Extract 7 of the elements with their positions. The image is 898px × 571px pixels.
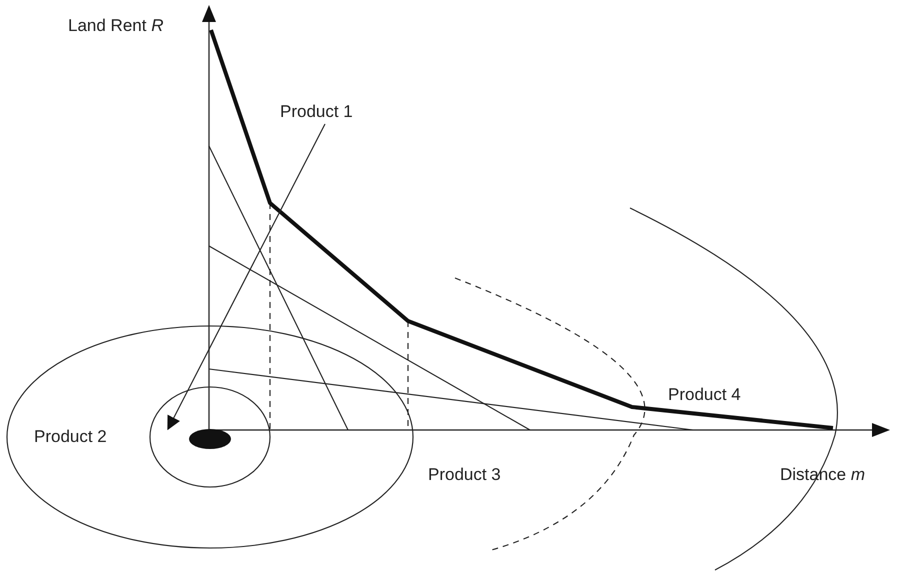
product-label: Product 1 [280,102,353,122]
zone-label: Product 4 [668,385,741,405]
zone-ring [149,386,271,488]
leader-arrow [167,124,326,430]
zone-label: Product 2 [34,427,107,447]
axis-label: Land Rent R [68,16,164,36]
zone-label: Product 3 [428,465,501,485]
